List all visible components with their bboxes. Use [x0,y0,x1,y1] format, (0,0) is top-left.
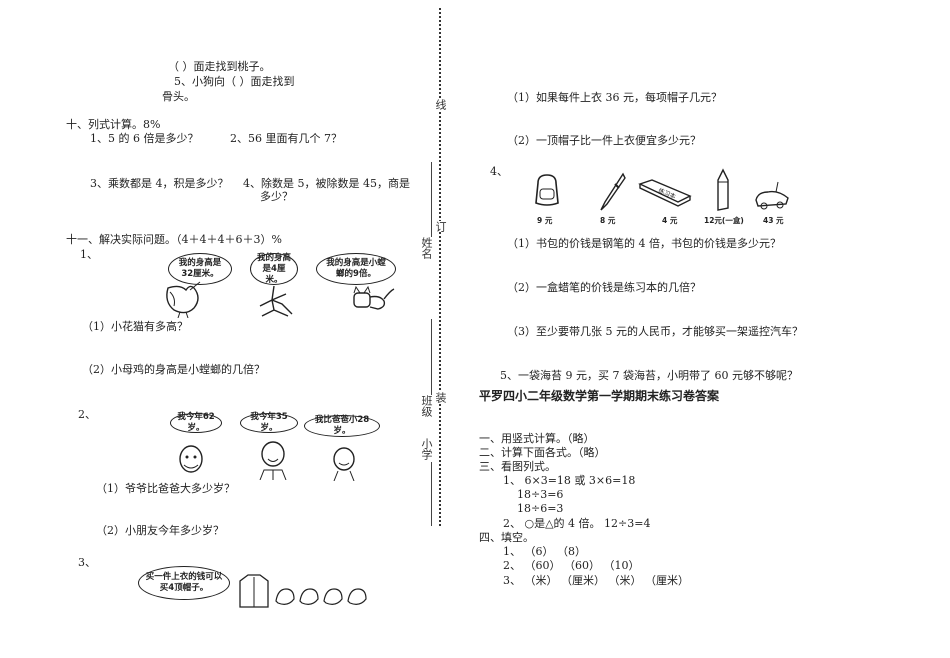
name-label: 姓名 [420,237,433,259]
cat-illustration [353,285,395,310]
p4-q3: （3）至少要带几张 5 元的人民币，才能够买一架遥控汽车？ [507,325,803,338]
p4-q1: （1）书包的价钱是钢笔的 4 倍，书包的价钱是多少元？ [507,237,781,250]
shirt-illustration [239,574,269,608]
binding-dotted-line [439,8,441,526]
p2-number: 2、 [78,408,96,421]
p1-number: 1、 [80,248,98,261]
answer-line-9: 1、 （6） （8） [503,545,586,558]
hen-speech-bubble: 我的身高是32厘米。 [168,253,232,285]
backpack-illustration [535,174,559,206]
answer-line-10: 2、 （60） （60） （10） [503,559,640,572]
section10-title: 十、列式计算。8% [66,118,161,131]
p1-q1: （1）小花猫有多高？ [82,320,188,333]
dad-speech-text: 我今年35岁。 [250,412,288,433]
section10-q3: 3、乘数都是 4，积是多少？ [90,177,229,190]
backpack-price: 9 元 [537,216,553,225]
kid-speech-text: 我比爸爸小28岁。 [314,415,370,436]
answer-key-title: 平罗四小二年级数学第一学期期末练习卷答案 [479,389,720,403]
shirt-speech-bubble: 买一件上衣的钱可以买4顶帽子。 [138,566,230,600]
kid-illustration [333,447,355,481]
name-blank-line [431,162,432,248]
pen-price: 8 元 [600,216,616,225]
school-blank-line [431,462,432,526]
class-blank-line [431,319,432,399]
class-label: 班级 [420,395,433,417]
binding-line-label: 线 [434,99,447,110]
crayon-price: 12元(一盒) [704,216,744,225]
toy-car-price: 43 元 [763,216,784,225]
binding-zhuang-label: 装 [434,392,447,403]
kid-speech-bubble: 我比爸爸小28岁。 [304,415,380,437]
dad-illustration [259,441,287,480]
grandpa-illustration [179,445,203,473]
binding-ding-label: 订 [434,221,447,232]
cat-speech-bubble: 我的身高是小螳螂的9倍。 [316,253,396,285]
answer-line-6: 18÷6=3 [517,502,564,515]
grandpa-speech-bubble: 我今年62岁。 [170,412,222,433]
answer-line-8: 四、填空。 [479,531,534,544]
notebook-price: 4 元 [662,216,678,225]
hen-illustration [166,281,201,318]
pen-illustration [600,172,626,211]
mantis-speech-text: 我的身高是4厘米。 [257,252,292,285]
q9-line2: 5、小狗向（ ）面走找到 [174,75,295,88]
answer-line-2: 二、计算下面各式。（略） [479,446,606,459]
section10-q1: 1、5 的 6 倍是多少？ [90,132,199,145]
cat-speech-text: 我的身高是小螳螂的9倍。 [326,258,386,279]
p2-q2: （2）小朋友今年多少岁？ [96,524,224,537]
section10-q4-line2: 多少？ [260,190,293,203]
answer-line-11: 3、 （米） （厘米） （米） （厘米） [503,574,689,587]
grandpa-speech-text: 我今年62岁。 [177,412,215,433]
answer-line-5: 18÷3=6 [517,488,564,501]
p3-q1: （1）如果每件上衣 36 元，每项帽子几元？ [507,91,722,104]
answer-line-4: 1、 6×3=18 或 3×6=18 [503,474,636,487]
crayon-illustration [717,168,729,211]
p2-q1: （1）爷爷比爸爸大多少岁？ [96,482,235,495]
shirt-speech-text: 买一件上衣的钱可以买4顶帽子。 [145,572,223,593]
answer-line-1: 一、用竖式计算。（略） [479,432,595,445]
school-label: 小学 [420,438,433,460]
p4-number: 4、 [490,165,508,178]
toy-car-illustration [755,181,789,210]
section10-q2: 2、56 里面有几个 7？ [230,132,342,145]
p4-q2: （2）一盒蜡笔的价钱是练习本的几倍？ [507,281,701,294]
hen-speech-text: 我的身高是32厘米。 [178,258,222,279]
p5-question: 5、一袋海苔 9 元，买 7 袋海苔，小明带了 60 元够不够呢？ [500,369,798,382]
p3-q2: （2）一顶帽子比一件上衣便宜多少元？ [507,134,701,147]
p1-q2: （2）小母鸡的身高是小螳螂的几倍？ [82,363,265,376]
answer-line-3: 三、看图列式。 [479,460,556,473]
mantis-illustration [259,285,293,317]
answer-line-7: 2、 ○是△的 4 倍。 12÷3=4 [503,517,651,530]
section10-q4-line1: 4、除数是 5，被除数是 45，商是 [243,177,410,190]
notebook-illustration: 练习本 [638,179,692,207]
q9-line3: 骨头。 [162,90,195,103]
caps-illustration [275,588,367,605]
p3-number: 3、 [78,556,96,569]
dad-speech-bubble: 我今年35岁。 [240,412,298,433]
section11-title: 十一、解决实际问题。（4＋4＋4＋6＋3）% [66,233,282,246]
mantis-speech-bubble: 我的身高是4厘米。 [250,253,298,285]
q9-line1: （ ）面走找到桃子。 [168,60,271,73]
